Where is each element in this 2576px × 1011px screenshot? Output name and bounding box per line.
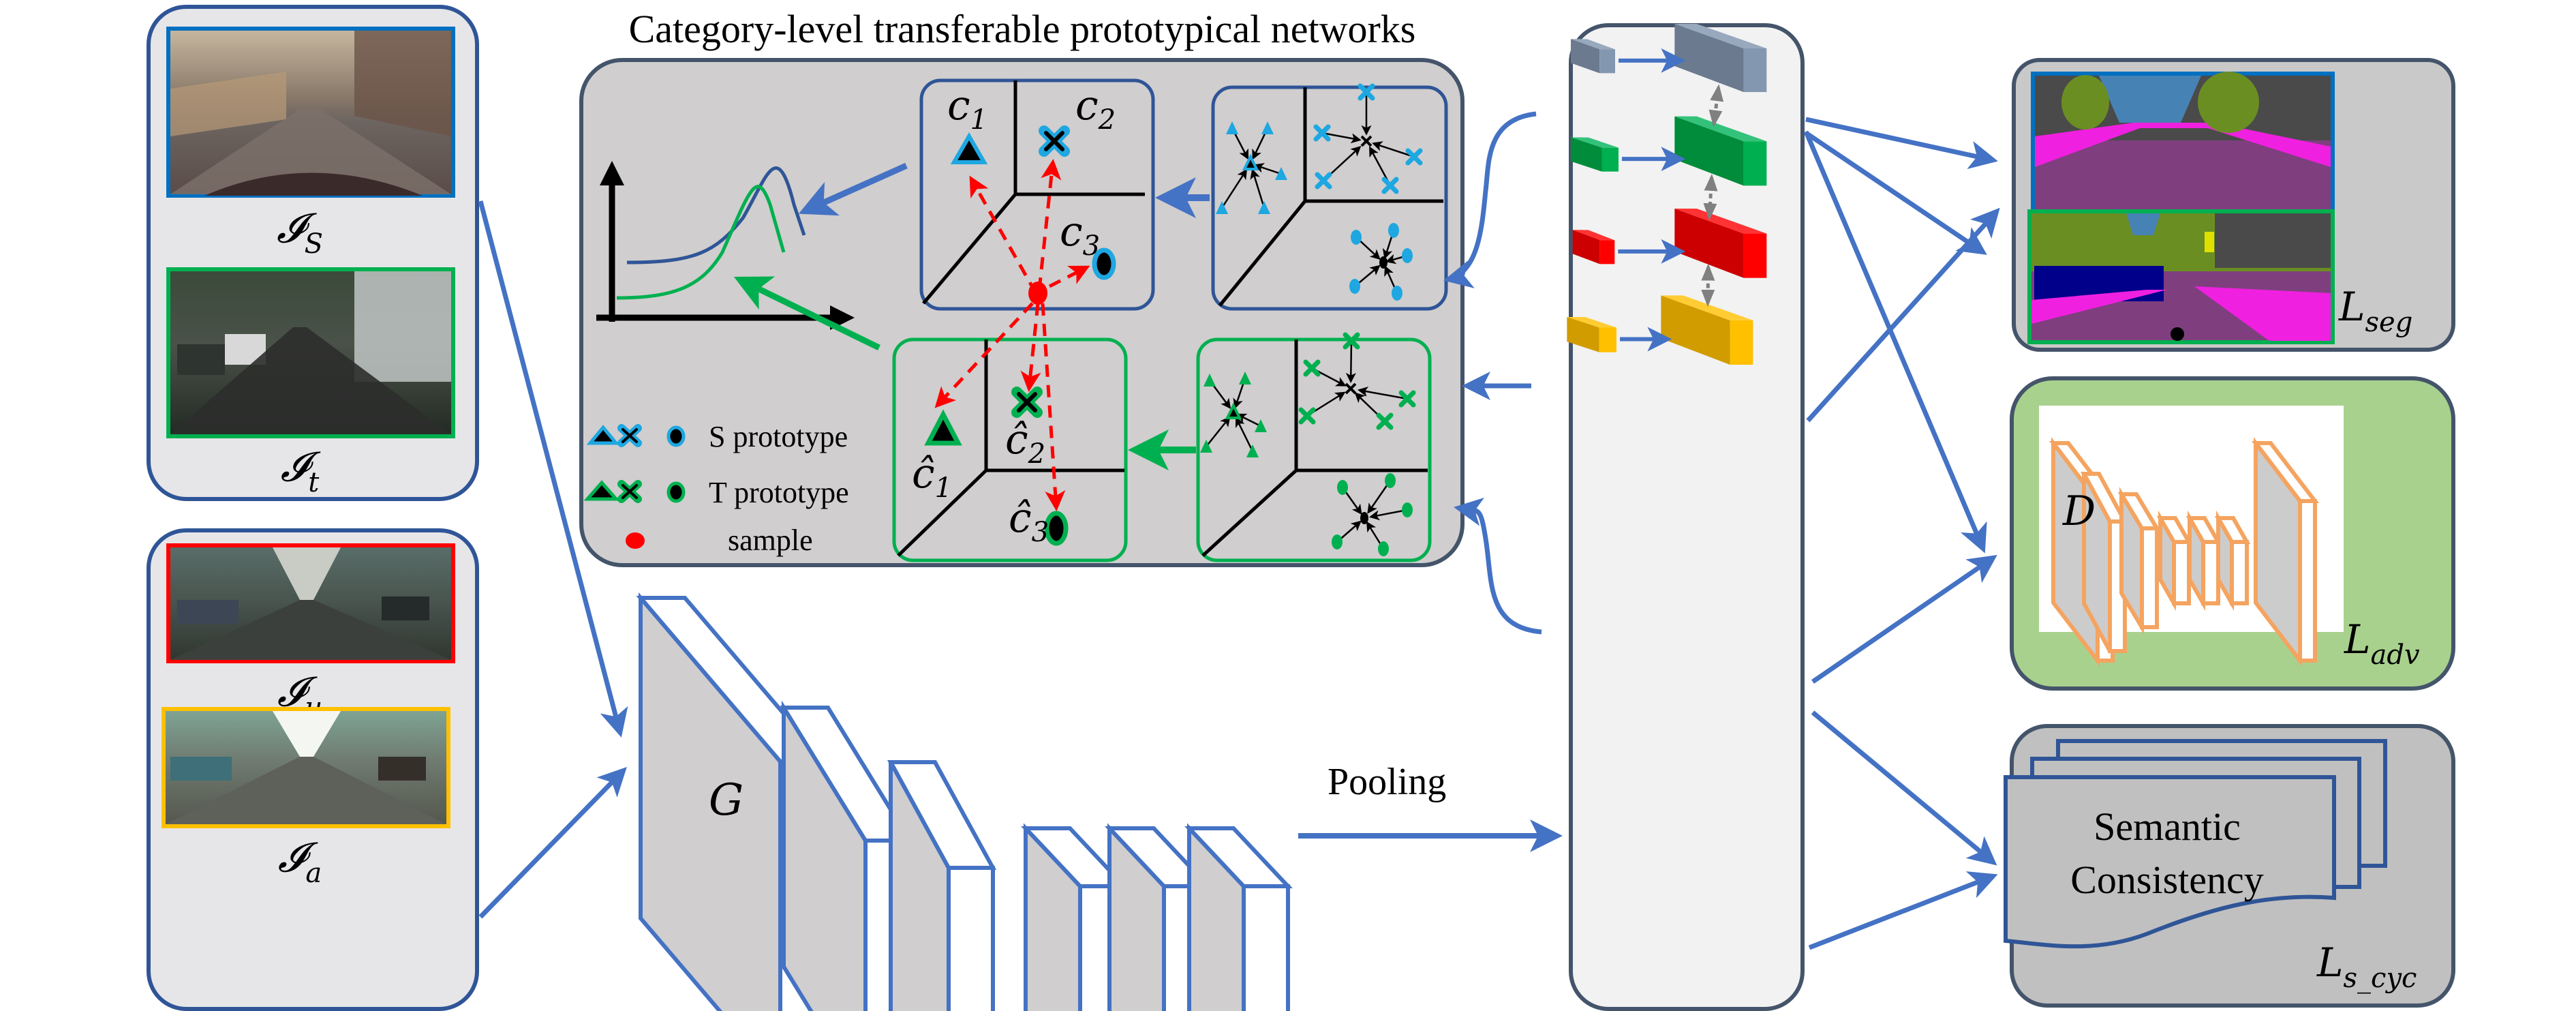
- svg-text:c1: c1: [947, 82, 987, 136]
- svg-text:S prototype: S prototype: [709, 420, 848, 453]
- source-prototype-c1: [950, 132, 988, 164]
- svg-text:T prototype: T prototype: [709, 476, 849, 509]
- feature-block-large-augmented: [1661, 295, 1753, 365]
- discriminator-label: D: [2062, 487, 2096, 535]
- arrow-source-to-generator: [478, 200, 628, 738]
- semantic-consistency-line2: Consistency: [2070, 858, 2264, 902]
- segmentation-loss-panel: Lseg: [2012, 58, 2455, 352]
- diagram-title: Category-level transferable prototypical…: [629, 7, 1416, 51]
- generator-layer: [1184, 823, 1293, 1011]
- unlabeled-image: [166, 543, 455, 663]
- legend: S prototype T prototype sample: [583, 420, 849, 557]
- pooling-label: Pooling: [1328, 761, 1446, 803]
- svg-text:c3: c3: [1060, 208, 1100, 262]
- arrow-target-space-to-plot: [733, 276, 880, 351]
- augmented-image: [162, 707, 450, 828]
- target-prototype-space: ĉ1 ĉ2 ĉ3: [892, 337, 1128, 562]
- svg-text:c2: c2: [1075, 82, 1116, 136]
- feature-block-large-source: [1674, 24, 1767, 92]
- cyc-loss-label: Ls_cyc: [2316, 939, 2417, 994]
- target-cluster-triangles: [1200, 372, 1267, 457]
- target-distribution-curve: [616, 185, 786, 300]
- discriminator-layer: [2186, 510, 2222, 612]
- target-prototype-c2: [1011, 387, 1043, 418]
- feature-block-small-target: [1571, 137, 1619, 172]
- target-prototype-c3: [1044, 511, 1069, 546]
- adversarial-loss-panel: D Ladv: [2010, 376, 2455, 691]
- target-cluster-circles: [1332, 473, 1413, 556]
- source-cluster-triangles: [1216, 121, 1287, 214]
- adv-loss-label: Ladv: [2344, 616, 2420, 671]
- source-prototype-c2: [1039, 125, 1070, 157]
- feature-column: [1567, 23, 1805, 1011]
- target-image: [166, 267, 455, 438]
- feature-block-large-unlabeled: [1674, 209, 1767, 278]
- legend-source-prototype: S prototype: [586, 420, 848, 453]
- arrow-unlabeled-to-generator: [478, 766, 627, 919]
- source-prototype-space: c1 c2 c3: [919, 78, 1155, 311]
- prototype-panel: c1 c2 c3 ĉ1 ĉ2 ĉ3: [579, 58, 1465, 567]
- discriminator-layer: [2117, 487, 2161, 635]
- sample-distance-arrows: [934, 159, 1090, 511]
- cycle-consistency-loss-panel: Semantic Consistency Ls_cyc: [2004, 724, 2455, 1008]
- source-image: [166, 27, 455, 198]
- svg-text:ĉ2: ĉ2: [1005, 416, 1045, 470]
- loss-arrows: [1803, 117, 2000, 950]
- svg-text:ĉ1: ĉ1: [912, 450, 952, 504]
- svg-text:sample: sample: [728, 524, 813, 557]
- source-cluster-crosses: [1313, 83, 1423, 194]
- feature-block-small-source: [1571, 39, 1615, 74]
- legend-target-prototype: T prototype: [583, 476, 849, 509]
- seg-loss-label: Lseg: [2338, 284, 2412, 338]
- arrow-unlabeled-features-to-prototypes: [1454, 498, 1542, 635]
- feature-alignment-arrow: [1703, 174, 1718, 221]
- discriminator-network: [2049, 437, 2320, 667]
- target-cluster-space: [1196, 332, 1432, 562]
- feature-block-small-augmented: [1567, 317, 1616, 352]
- sample-point: [1028, 282, 1047, 305]
- generator-network: [636, 592, 1293, 1011]
- feature-block-large-target: [1674, 116, 1767, 186]
- source-cluster-space: [1211, 83, 1448, 311]
- feature-alignment-arrow: [1708, 84, 1724, 127]
- target-prototype-c1: [924, 409, 962, 446]
- target-cluster-crosses: [1298, 332, 1416, 430]
- source-cluster-circles: [1349, 223, 1413, 301]
- legend-sample: sample: [626, 524, 813, 557]
- discriminator-layer: [2156, 510, 2193, 612]
- arrow-source-features-to-prototypes: [1443, 111, 1537, 288]
- feature-block-small-unlabeled: [1572, 230, 1615, 265]
- svg-text:ĉ3: ĉ3: [1009, 494, 1049, 548]
- generator-label: G: [709, 775, 743, 826]
- target-image-label: 𝓘t: [281, 443, 321, 498]
- source-prototype-c3: [1092, 247, 1116, 280]
- source-distribution-curve: [626, 166, 806, 265]
- discriminator-layer: [2214, 510, 2251, 612]
- input-panel-source-target: 𝓘S 𝓘t: [147, 5, 479, 501]
- document-stack: [2004, 775, 2336, 949]
- target-segmentation-map: [2027, 209, 2335, 344]
- generator-layer: [887, 760, 997, 1011]
- distribution-plot: [596, 161, 855, 330]
- arrow-source-space-to-plot: [798, 162, 908, 216]
- discriminator-layer: [2251, 437, 2320, 667]
- input-panel-unlabeled-augmented: 𝓘u 𝓘a: [147, 528, 479, 1011]
- semantic-consistency-line1: Semantic: [2094, 804, 2241, 849]
- source-segmentation-map: [2031, 72, 2335, 235]
